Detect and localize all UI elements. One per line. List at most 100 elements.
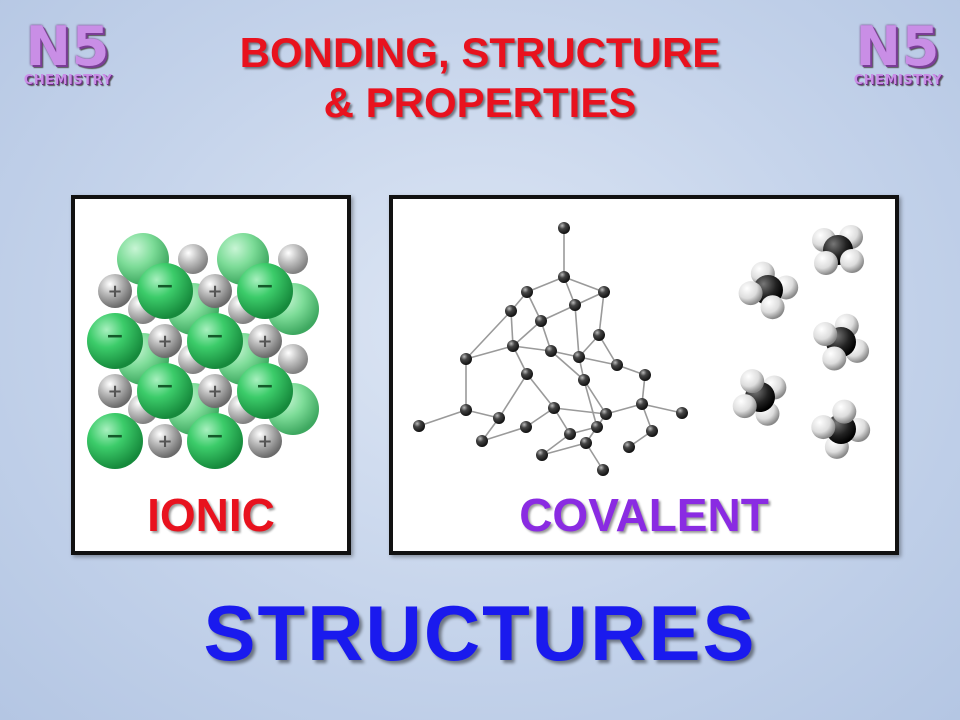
sodium-ion: +	[98, 374, 132, 408]
methane-molecule	[732, 369, 787, 426]
sodium-ion: +	[248, 324, 282, 358]
covalent-bond	[583, 379, 598, 428]
carbon-atom	[505, 305, 517, 317]
sodium-ion: +	[248, 424, 282, 458]
badge-subject: CHEMISTRY	[23, 73, 113, 88]
ionic-label: IONIC	[147, 489, 275, 541]
covalent-bond	[526, 276, 565, 293]
hydrogen-atom	[814, 251, 838, 275]
covalent-bond	[481, 426, 527, 442]
carbon-atom	[578, 374, 590, 386]
methane-molecule	[738, 261, 799, 320]
ionic-lattice-image: ++++++++−−−−−−−−	[87, 233, 319, 469]
covalent-bond	[550, 350, 585, 381]
slide-title: BONDING, STRUCTURE & PROPERTIES	[160, 28, 800, 128]
carbon-atom	[600, 408, 612, 420]
chloride-ion: −	[187, 413, 243, 469]
chloride-ion: −	[237, 263, 293, 319]
covalent-panel: COVALENT	[389, 195, 899, 555]
covalent-bond	[553, 407, 607, 415]
covalent-bond	[574, 304, 580, 358]
carbon-atom	[676, 407, 688, 419]
carbon-atom	[476, 435, 488, 447]
sodium-ion-back	[278, 244, 308, 274]
covalent-bond	[563, 276, 605, 293]
badge-subject: CHEMISTRY	[853, 73, 943, 88]
carbon-atom	[597, 464, 609, 476]
covalent-structures-image	[413, 222, 871, 476]
negative-sign: −	[206, 324, 224, 349]
hydrogen-atom	[822, 346, 847, 371]
carbon-atom	[558, 222, 570, 234]
positive-sign: +	[257, 331, 272, 352]
hydrogen-atom	[811, 415, 836, 440]
negative-sign: −	[156, 374, 174, 399]
carbon-atom	[646, 425, 658, 437]
chloride-ion: −	[187, 313, 243, 369]
sodium-ion: +	[198, 274, 232, 308]
covalent-bond	[598, 291, 605, 336]
carbon-atom	[460, 353, 472, 365]
sodium-ion: +	[198, 374, 232, 408]
sodium-ion: +	[148, 324, 182, 358]
positive-sign: +	[207, 381, 222, 402]
negative-sign: −	[156, 274, 174, 299]
carbon-atom	[639, 369, 651, 381]
carbon-atom	[536, 449, 548, 461]
title-line-1: BONDING, STRUCTURE	[239, 29, 721, 76]
carbon-atom	[580, 437, 592, 449]
negative-sign: −	[256, 274, 274, 299]
covalent-bond	[465, 310, 512, 360]
sodium-ion-back	[278, 344, 308, 374]
negative-sign: −	[206, 424, 224, 449]
badge-level: N5	[855, 15, 941, 78]
sodium-ion: +	[148, 424, 182, 458]
covalent-bond	[465, 345, 514, 360]
positive-sign: +	[107, 281, 122, 302]
carbon-atom	[548, 402, 560, 414]
ionic-panel: ++++++++−−−−−−−− IONIC	[71, 195, 351, 555]
carbon-atom	[623, 441, 635, 453]
carbon-atom	[521, 286, 533, 298]
carbon-atom	[507, 340, 519, 352]
methane-molecule	[811, 399, 871, 459]
carbon-atom	[598, 286, 610, 298]
covalent-bond	[641, 403, 683, 414]
chloride-ion: −	[87, 413, 143, 469]
hydrogen-atom	[738, 281, 763, 306]
carbon-atom	[545, 345, 557, 357]
positive-sign: +	[157, 331, 172, 352]
carbon-atom	[569, 299, 581, 311]
covalent-bond	[583, 379, 607, 415]
covalent-bond	[512, 345, 552, 352]
carbon-atom	[493, 412, 505, 424]
chloride-ion: −	[137, 363, 193, 419]
sodium-ion-back	[178, 244, 208, 274]
methane-molecule	[812, 225, 864, 275]
carbon-atom	[535, 315, 547, 327]
title-line-2: & PROPERTIES	[323, 79, 637, 126]
carbon-atom	[460, 404, 472, 416]
negative-sign: −	[106, 324, 124, 349]
hydrogen-atom	[740, 369, 765, 394]
carbon-atom	[564, 428, 576, 440]
covalent-bond	[498, 373, 528, 419]
carbon-atom	[611, 359, 623, 371]
covalent-bond	[526, 373, 555, 409]
n5-chemistry-badge-right: N5 CHEMISTRY	[838, 20, 958, 88]
covalent-bond	[512, 320, 542, 347]
carbon-atom	[558, 271, 570, 283]
badge-level: N5	[25, 15, 111, 78]
carbon-atom	[521, 368, 533, 380]
carbon-atom	[413, 420, 425, 432]
positive-sign: +	[257, 431, 272, 452]
hydrogen-atom	[732, 394, 757, 419]
sodium-ion: +	[98, 274, 132, 308]
chloride-ion: −	[137, 263, 193, 319]
covalent-bond	[578, 356, 618, 366]
carbon-atom	[573, 351, 585, 363]
negative-sign: −	[106, 424, 124, 449]
hydrogen-atom	[832, 399, 857, 424]
covalent-label: COVALENT	[519, 489, 769, 541]
negative-sign: −	[256, 374, 274, 399]
